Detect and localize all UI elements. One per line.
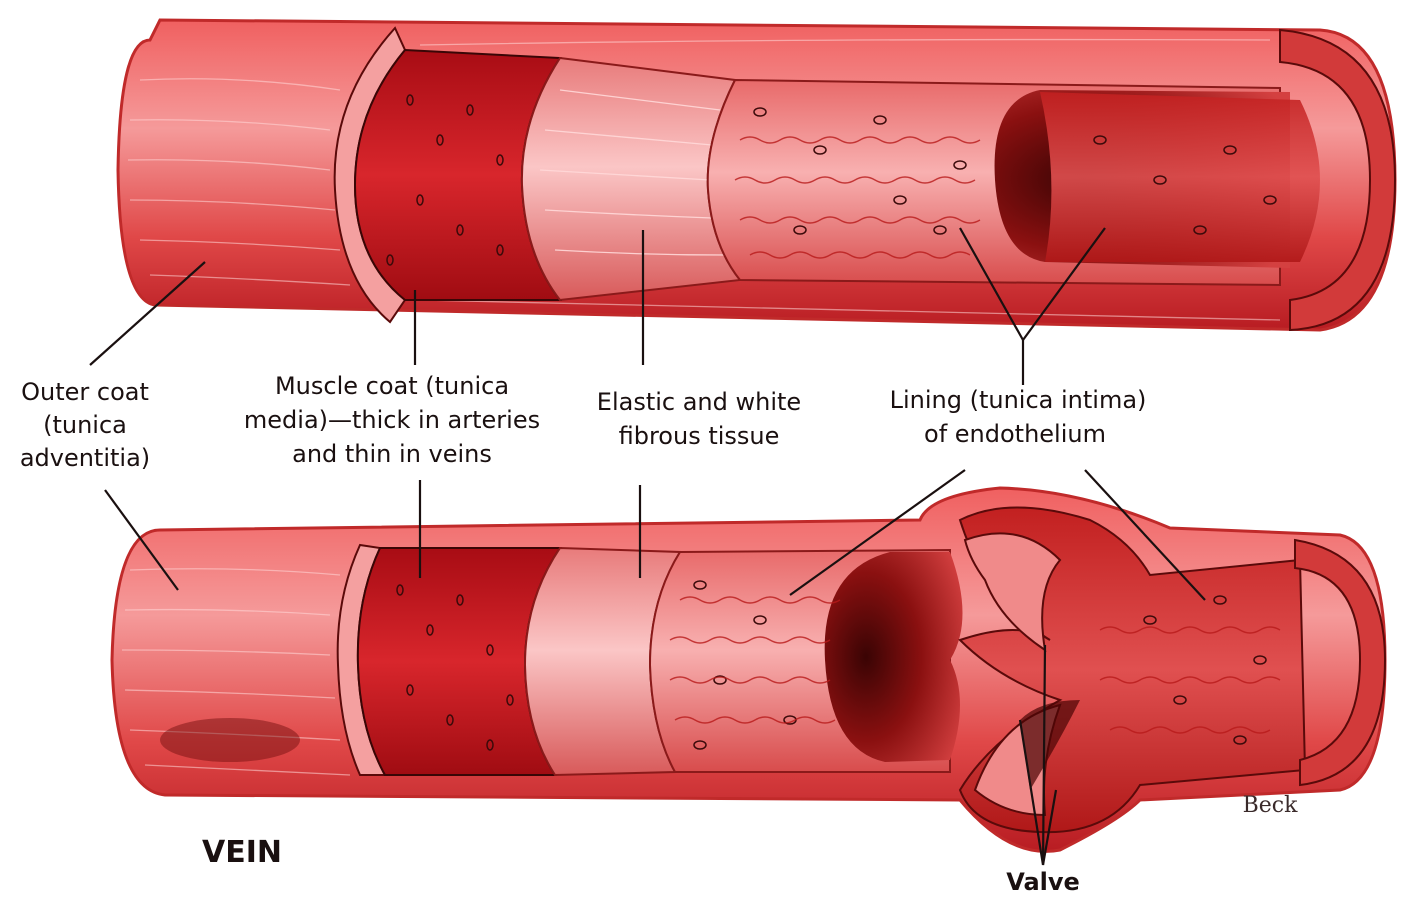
artist-signature: Beck [1243,793,1299,818]
label-muscle-coat-1: Muscle coat (tunica [275,372,509,400]
label-lining-1: Lining (tunica intima) [890,386,1147,414]
label-outer-coat-3: adventitia) [20,444,150,472]
label-vein: VEIN [202,835,282,870]
label-outer-coat-1: Outer coat [21,378,149,406]
vein-outer-shadow [160,718,300,762]
artery-vessel [118,20,1395,330]
artery-lumen-inner [1040,92,1320,262]
label-lining-2: of endothelium [924,420,1106,448]
vein-vessel [112,488,1385,851]
label-muscle-coat-2: media)—thick in arteries [244,406,540,434]
label-elastic-2: fibrous tissue [619,422,780,450]
vein-lumen [825,552,963,762]
label-elastic-1: Elastic and white [597,388,801,416]
label-outer-coat-2: (tunica [43,411,127,439]
label-valve: Valve [1006,868,1080,896]
label-muscle-coat-3: and thin in veins [292,440,492,468]
